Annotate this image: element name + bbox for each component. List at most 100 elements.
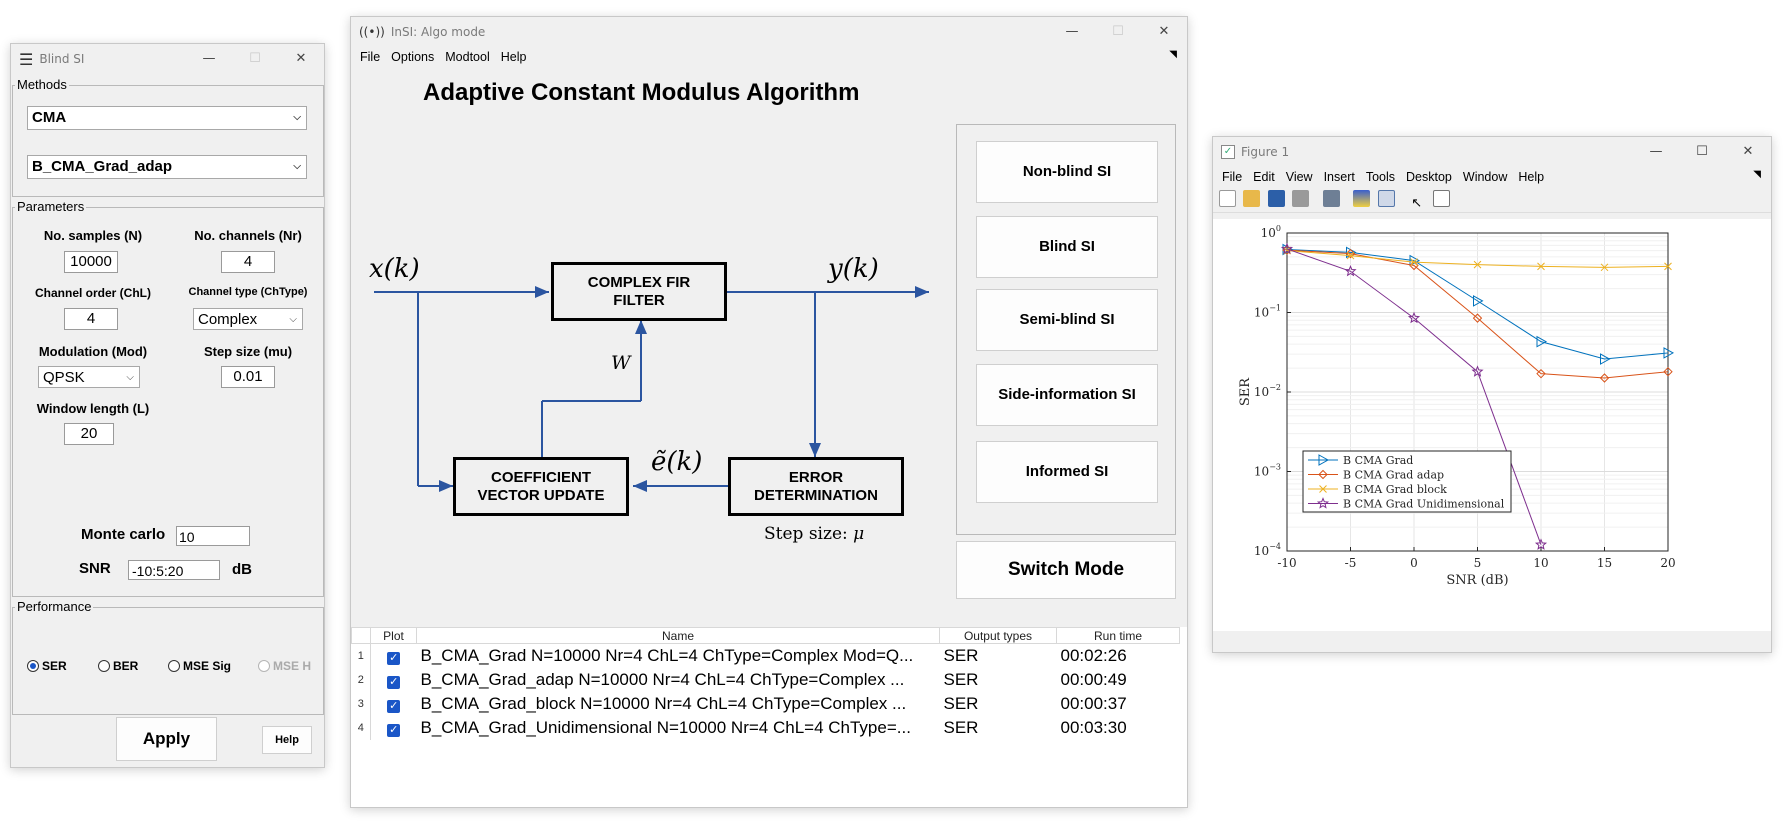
- table-row[interactable]: 1 ✓ B_CMA_Grad N=10000 Nr=4 ChL=4 ChType…: [351, 643, 1180, 668]
- row-output: SER: [943, 669, 979, 689]
- mod-select[interactable]: QPSK⌵: [38, 366, 140, 388]
- menu-file[interactable]: File: [1222, 170, 1243, 184]
- property-inspector-icon[interactable]: [1432, 190, 1450, 207]
- radio-mse-sig[interactable]: MSE Sig: [168, 659, 231, 673]
- print-icon[interactable]: [1292, 190, 1310, 207]
- x-tick-label: 0: [1410, 556, 1418, 570]
- methods-group: Methods CMA⌵ B_CMA_Grad_adap⌵: [12, 77, 324, 197]
- plot-checkbox[interactable]: ✓: [387, 699, 401, 713]
- samples-field[interactable]: 10000: [64, 251, 118, 273]
- channels-label: No. channels (Nr): [194, 228, 302, 243]
- montecarlo-field[interactable]: 10: [176, 526, 250, 546]
- undock-icon[interactable]: ◥: [1753, 169, 1761, 180]
- close-button[interactable]: ✕: [295, 51, 307, 66]
- error-symbol: ẽ(k): [651, 447, 703, 477]
- plot-checkbox[interactable]: ✓: [387, 723, 401, 737]
- data-point: [1600, 263, 1609, 272]
- minimize-button[interactable]: —: [202, 51, 216, 66]
- chtype-select[interactable]: Complex ⌵: [193, 308, 303, 330]
- menu-window[interactable]: Window: [1462, 170, 1508, 184]
- y-tick-label: 10−3: [1254, 463, 1281, 479]
- menu-help[interactable]: Help: [1518, 170, 1545, 184]
- pointer-icon[interactable]: ↖: [1411, 195, 1423, 210]
- legend-icon[interactable]: [1377, 190, 1395, 207]
- close-button[interactable]: ✕: [1158, 24, 1170, 39]
- col-header-index: [351, 627, 371, 644]
- plot-checkbox[interactable]: ✓: [387, 675, 401, 689]
- open-icon[interactable]: [1243, 190, 1261, 207]
- broadcast-icon: ((•)): [359, 25, 385, 39]
- col-header-runtime[interactable]: Run time: [1056, 627, 1180, 644]
- col-header-plot[interactable]: Plot: [370, 627, 417, 644]
- menu-file[interactable]: File: [360, 50, 381, 64]
- radio-ber-label: BER: [113, 659, 139, 673]
- apply-button[interactable]: Apply: [116, 717, 217, 761]
- print-preview-icon[interactable]: [1322, 190, 1340, 207]
- informed-si-button[interactable]: Informed SI: [976, 441, 1158, 503]
- colorbar-icon[interactable]: [1353, 190, 1371, 207]
- chtype-label: Channel type (ChType): [188, 286, 308, 298]
- mu-symbol: μ: [853, 524, 865, 544]
- chevron-down-icon: ⌵: [289, 314, 297, 325]
- non-blind-si-button[interactable]: Non-blind SI: [976, 141, 1158, 203]
- undock-icon[interactable]: ◥: [1169, 49, 1177, 60]
- menu-tools[interactable]: Tools: [1365, 170, 1396, 184]
- radio-ser-label: SER: [42, 659, 67, 673]
- menu-view[interactable]: View: [1285, 170, 1313, 184]
- legend-marker: [1319, 485, 1327, 493]
- new-figure-icon[interactable]: [1219, 190, 1236, 207]
- menu-modtool[interactable]: Modtool: [445, 50, 490, 64]
- col-header-output[interactable]: Output types: [939, 627, 1057, 644]
- fir-label-2: FILTER: [613, 291, 665, 309]
- minimize-button[interactable]: —: [1649, 144, 1663, 159]
- window-field[interactable]: 20: [64, 423, 114, 445]
- row-number: 4: [351, 715, 371, 740]
- chtype-value: Complex: [198, 311, 258, 328]
- menu-desktop[interactable]: Desktop: [1406, 170, 1452, 184]
- maximize-button: ☐: [249, 51, 261, 66]
- maximize-button: ☐: [1112, 24, 1124, 39]
- menu-help[interactable]: Help: [500, 50, 527, 64]
- method-select[interactable]: CMA⌵: [27, 106, 307, 130]
- blind-si-button[interactable]: Blind SI: [976, 216, 1158, 278]
- row-runtime: 00:02:26: [1060, 645, 1127, 665]
- help-button[interactable]: Help: [262, 726, 312, 754]
- channels-field[interactable]: 4: [221, 251, 275, 273]
- save-icon[interactable]: [1267, 190, 1285, 207]
- figure-titlebar: ✓ Figure 1 — ☐ ✕: [1213, 137, 1771, 167]
- minimize-button[interactable]: —: [1065, 24, 1079, 39]
- row-name: B_CMA_Grad_Unidimensional N=10000 Nr=4 C…: [420, 717, 911, 737]
- col-header-name[interactable]: Name: [416, 627, 940, 644]
- switch-mode-button[interactable]: Switch Mode: [956, 541, 1176, 599]
- side-information-si-button[interactable]: Side-information SI: [976, 364, 1158, 426]
- menu-edit[interactable]: Edit: [1253, 170, 1275, 184]
- legend-label: B CMA Grad Unidimensional: [1343, 498, 1505, 511]
- menu-insert[interactable]: Insert: [1323, 170, 1355, 184]
- semi-blind-si-button[interactable]: Semi-blind SI: [976, 289, 1158, 351]
- radio-ser[interactable]: SER: [27, 659, 67, 673]
- figure-toolbar: ↖: [1213, 187, 1771, 213]
- order-field[interactable]: 4: [64, 308, 118, 330]
- table-row[interactable]: 3 ✓ B_CMA_Grad_block N=10000 Nr=4 ChL=4 …: [351, 691, 1180, 716]
- row-name: B_CMA_Grad_block N=10000 Nr=4 ChL=4 ChTy…: [420, 693, 907, 713]
- data-point: [1536, 368, 1546, 379]
- radio-ber[interactable]: BER: [98, 659, 138, 673]
- x-tick-label: -5: [1345, 556, 1357, 570]
- results-table: Plot Name Output types Run time 1 ✓ B_CM…: [351, 627, 1180, 740]
- method-value: CMA: [32, 109, 67, 126]
- step-field[interactable]: 0.01: [221, 366, 275, 388]
- row-runtime: 00:03:30: [1060, 717, 1127, 737]
- hamburger-menu-icon[interactable]: ☰: [19, 49, 34, 69]
- close-button[interactable]: ✕: [1742, 144, 1754, 159]
- snr-field[interactable]: -10:5:20: [128, 560, 220, 580]
- menu-options[interactable]: Options: [391, 50, 435, 64]
- series-line-1: [1286, 249, 1669, 379]
- plot-checkbox[interactable]: ✓: [387, 651, 401, 665]
- parameters-title: Parameters: [15, 199, 87, 214]
- variant-select[interactable]: B_CMA_Grad_adap⌵: [27, 155, 307, 179]
- table-row[interactable]: 4 ✓ B_CMA_Grad_Unidimensional N=10000 Nr…: [351, 715, 1180, 740]
- maximize-button[interactable]: ☐: [1696, 144, 1708, 159]
- table-row[interactable]: 2 ✓ B_CMA_Grad_adap N=10000 Nr=4 ChL=4 C…: [351, 667, 1180, 692]
